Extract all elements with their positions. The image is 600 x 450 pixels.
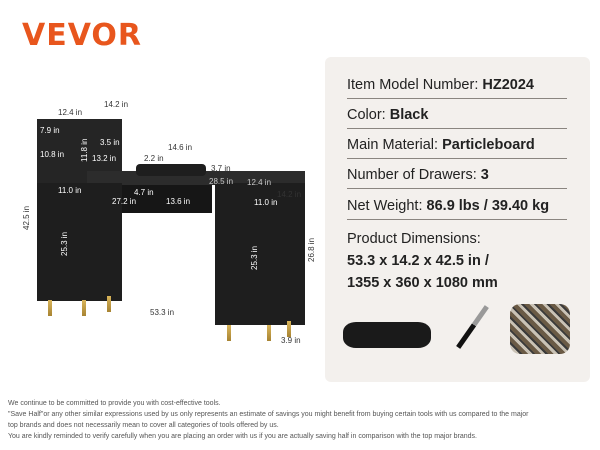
right-cabinet [215, 183, 305, 325]
dimension-label: 13.2 in [92, 154, 117, 163]
screwdriver-icon [456, 305, 489, 349]
dimension-label: 28.5 in [209, 177, 234, 186]
dimension-label: 14.2 in [277, 190, 302, 199]
leg [267, 325, 271, 341]
spec-panel: Item Model Number: HZ2024 Color: Black M… [325, 57, 590, 382]
dimension-label: 14.2 in [104, 100, 129, 109]
dimension-label: 12.4 in [58, 108, 83, 117]
leg [107, 296, 111, 312]
spec-drawers: Number of Drawers: 3 [347, 167, 567, 189]
dimension-label: 10.8 in [40, 150, 65, 159]
leg [227, 325, 231, 341]
dimension-label: 11.0 in [254, 198, 278, 207]
dimension-label: 14.6 in [168, 143, 193, 152]
dimension-label: 3.7 in [211, 164, 231, 173]
spec-model: Item Model Number: HZ2024 [347, 77, 567, 99]
dimension-label: 26.8 in [307, 237, 316, 262]
spec-material: Main Material: Particleboard [347, 137, 567, 159]
dimension-label: 11.8 in [80, 138, 89, 162]
hardware-screws [510, 304, 570, 354]
spec-dimensions: Product Dimensions: 53.3 x 14.2 x 42.5 i… [347, 231, 498, 291]
dimension-label: 25.3 in [250, 245, 259, 270]
dimension-label: 42.5 in [22, 205, 31, 230]
dimension-label: 13.6 in [166, 197, 191, 206]
leg [287, 321, 291, 337]
dimension-label: 3.9 in [281, 336, 301, 345]
dimension-label: 7.9 in [40, 126, 60, 135]
spec-color: Color: Black [347, 107, 567, 129]
armrest-cushion-accessory [343, 322, 431, 348]
dimension-label: 2.2 in [144, 154, 164, 163]
spec-weight: Net Weight: 86.9 lbs / 39.40 kg [347, 198, 567, 220]
vevor-logo: VEVOR [22, 18, 143, 53]
dimension-label: 3.5 in [100, 138, 120, 147]
leg [48, 300, 52, 316]
left-cabinet [37, 183, 122, 301]
dimension-label: 4.7 in [134, 188, 154, 197]
dimension-label: 12.4 in [247, 178, 272, 187]
dimension-label: 11.0 in [58, 186, 82, 195]
leg [82, 300, 86, 316]
dimension-label: 53.3 in [150, 308, 175, 317]
dimension-label: 27.2 in [112, 197, 137, 206]
dimension-label: 25.3 in [60, 231, 69, 256]
armrest-cushion [136, 164, 206, 176]
